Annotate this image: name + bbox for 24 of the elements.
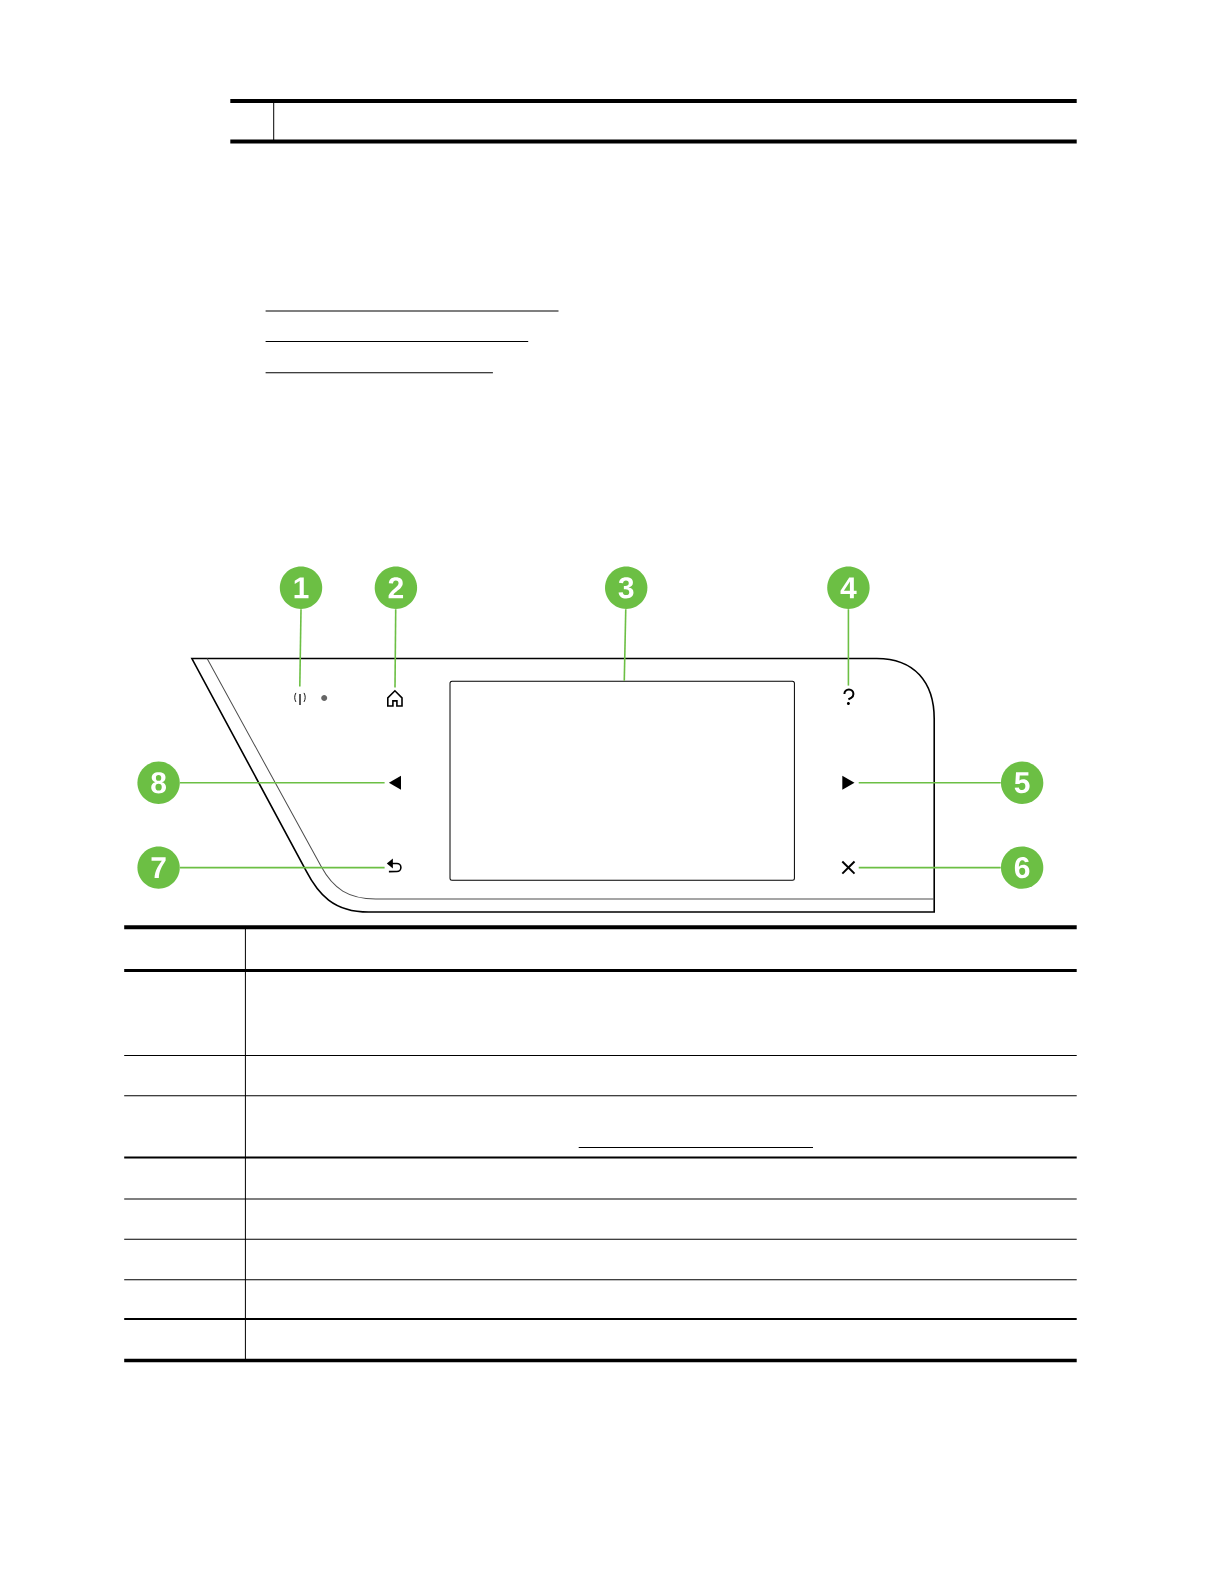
leader-line xyxy=(857,782,1002,784)
callout-number: 2 xyxy=(374,566,418,609)
wireless-icon xyxy=(294,692,328,706)
help-icon xyxy=(843,688,855,705)
home-icon xyxy=(387,689,403,707)
callout-number: 3 xyxy=(605,566,648,609)
leader-line xyxy=(394,608,397,689)
callout-number: 4 xyxy=(827,566,870,609)
left-arrow-icon xyxy=(388,775,401,790)
callout-number: 1 xyxy=(279,566,323,609)
cancel-icon xyxy=(841,860,856,875)
right-arrow-icon xyxy=(842,775,855,790)
leader-line xyxy=(623,608,627,682)
callout-number: 8 xyxy=(137,761,180,804)
leader-line xyxy=(299,608,302,688)
leader-line xyxy=(847,608,850,687)
touch-screen xyxy=(449,680,795,881)
leader-line xyxy=(179,782,386,784)
callout-number: 5 xyxy=(1000,761,1044,804)
leader-line xyxy=(857,866,1002,869)
callout-number: 7 xyxy=(137,846,180,889)
back-arrow-icon xyxy=(386,858,402,873)
leader-line xyxy=(179,866,386,869)
callout-number: 6 xyxy=(1000,846,1044,889)
